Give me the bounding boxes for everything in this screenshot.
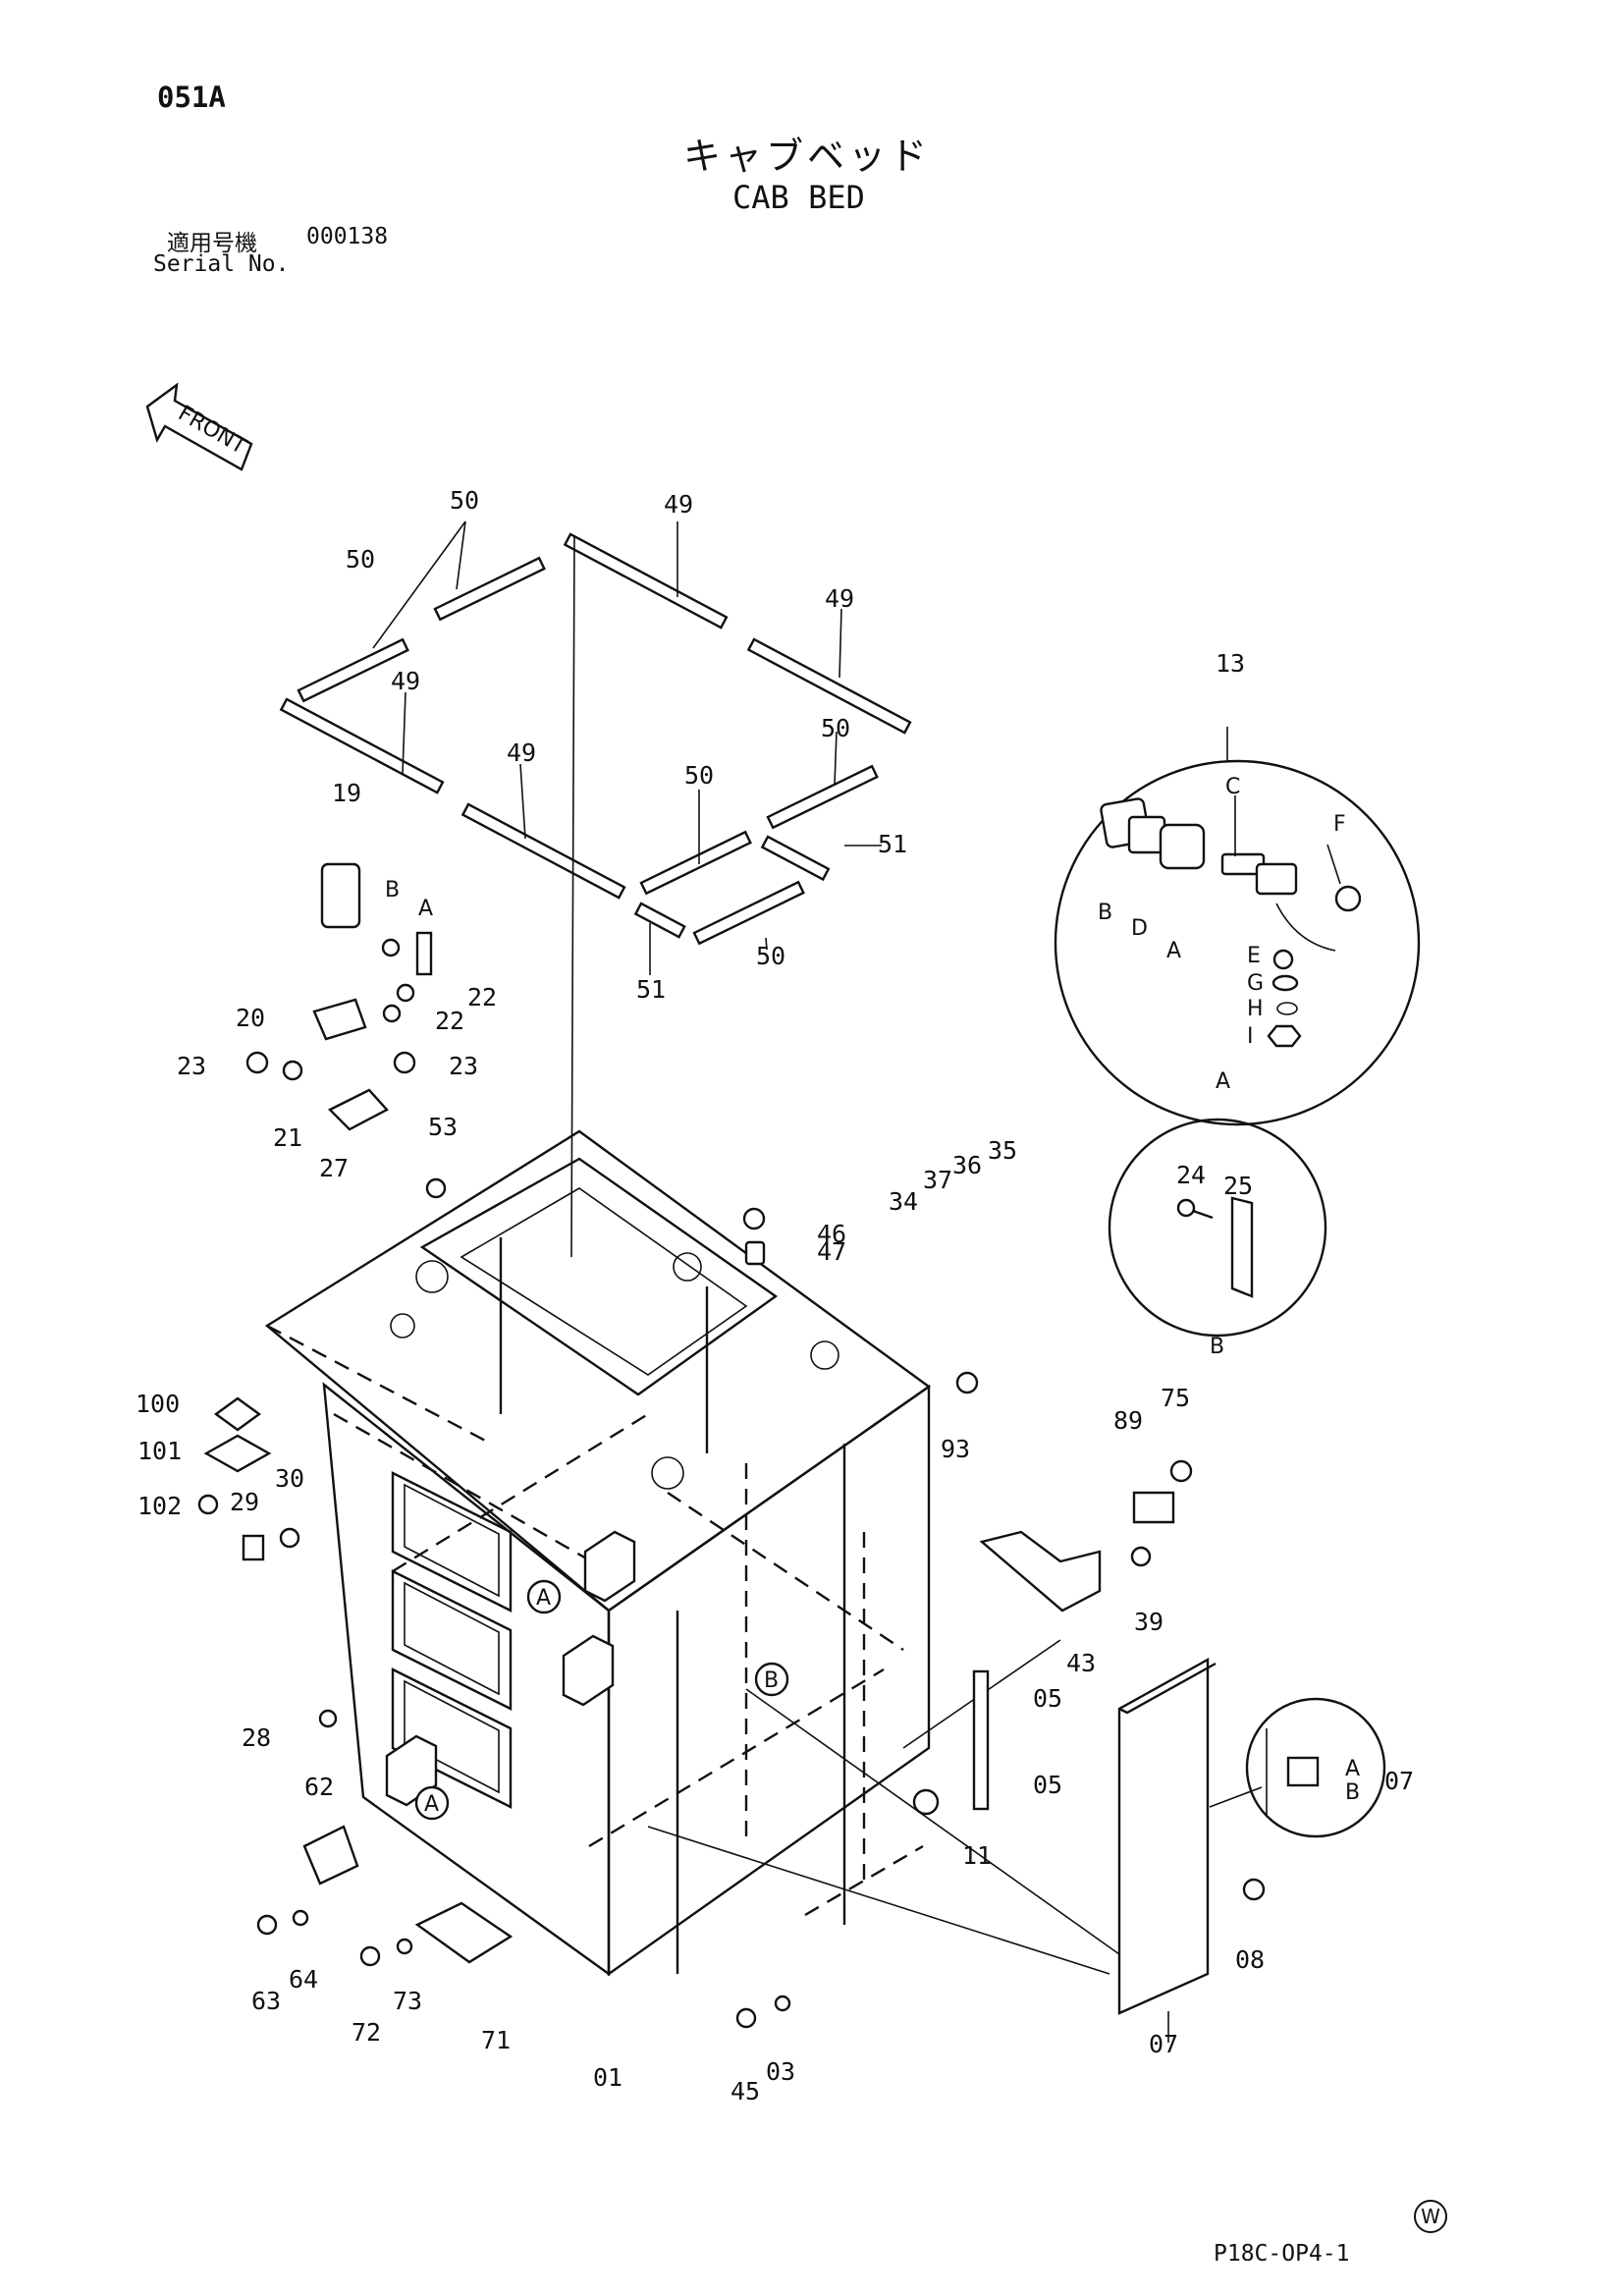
door-letter-b: B xyxy=(1345,1780,1360,1805)
circle-b-label: B xyxy=(1210,1335,1224,1359)
serial-label-jp: 適用号機 xyxy=(167,231,257,256)
seal-strips xyxy=(279,520,912,1258)
callout-37: 37 xyxy=(923,1166,952,1194)
callout-49b: 49 xyxy=(825,584,854,613)
ref-b: B xyxy=(764,1668,779,1693)
callout-89: 89 xyxy=(1113,1406,1143,1435)
callout-51b: 51 xyxy=(636,975,666,1004)
callout-22a: 22 xyxy=(467,983,497,1011)
callout-28: 28 xyxy=(242,1723,271,1752)
callout-13: 13 xyxy=(1216,649,1245,678)
callout-11: 11 xyxy=(962,1841,992,1870)
callout-07: 07 xyxy=(1149,2030,1178,2058)
callout-100: 100 xyxy=(135,1390,180,1418)
callout-labels: 50 50 49 49 49 49 50 50 51 51 50 13 19 B… xyxy=(135,486,1414,2105)
circle-a-label: A xyxy=(1216,1069,1230,1094)
callout-71: 71 xyxy=(481,2026,511,2054)
callout-43: 43 xyxy=(1066,1649,1096,1677)
switch-letter-f: F xyxy=(1333,812,1346,837)
callout-53: 53 xyxy=(428,1113,458,1141)
callout-23b: 23 xyxy=(449,1052,478,1080)
reference-markers: A A B xyxy=(414,1579,789,1821)
detail-circle-switch xyxy=(1054,727,1421,1126)
callout-49a: 49 xyxy=(664,490,693,519)
callout-50d: 50 xyxy=(684,761,714,790)
switch-letter-b: B xyxy=(1098,901,1112,925)
callout-45: 45 xyxy=(730,2077,760,2105)
serial-value: 000138 xyxy=(306,224,389,249)
page-code: 051A xyxy=(157,81,226,114)
door-panel xyxy=(1117,1657,1217,2043)
switch-letter-d: D xyxy=(1131,916,1148,941)
callout-29: 29 xyxy=(230,1488,259,1516)
front-arrow-icon: FRONT xyxy=(145,382,253,471)
callout-93: 93 xyxy=(941,1435,970,1463)
sub19-a: A xyxy=(418,897,433,921)
callout-47: 47 xyxy=(817,1237,846,1266)
switch-letter-c: C xyxy=(1225,775,1240,799)
callout-22b: 22 xyxy=(435,1007,464,1035)
switch-letter-g: G xyxy=(1247,971,1264,996)
detail-circle-bracket xyxy=(1108,1118,1327,1338)
switch-letter-i: I xyxy=(1247,1024,1254,1049)
callout-35: 35 xyxy=(988,1136,1017,1165)
callout-49c: 49 xyxy=(391,667,420,695)
callout-05a: 05 xyxy=(1033,1684,1062,1713)
callout-08: 08 xyxy=(1235,1945,1265,1974)
callout-34: 34 xyxy=(889,1187,918,1216)
callout-64: 64 xyxy=(289,1965,318,1994)
callout-46: 46 xyxy=(817,1220,846,1248)
callout-03: 03 xyxy=(766,2057,795,2086)
door-letter-a: A xyxy=(1345,1757,1360,1781)
callout-24: 24 xyxy=(1176,1161,1206,1189)
callout-73: 73 xyxy=(393,1987,422,2015)
callout-50c: 50 xyxy=(821,714,850,742)
callout-19: 19 xyxy=(332,779,361,807)
callout-30: 30 xyxy=(275,1464,304,1493)
page-title-jp: キャブベッド xyxy=(683,135,932,178)
callout-05b: 05 xyxy=(1033,1771,1062,1799)
callout-21: 21 xyxy=(273,1123,302,1152)
callout-20: 20 xyxy=(236,1004,265,1032)
callout-23a: 23 xyxy=(177,1052,206,1080)
callout-49d: 49 xyxy=(507,738,536,767)
ref-a2: A xyxy=(424,1792,439,1817)
callout-50b: 50 xyxy=(346,545,375,574)
switch-letter-h: H xyxy=(1247,997,1264,1021)
callout-102: 102 xyxy=(137,1492,182,1520)
callout-75: 75 xyxy=(1161,1384,1190,1412)
callout-50a: 50 xyxy=(450,486,479,515)
callout-39: 39 xyxy=(1134,1608,1163,1636)
serial-label-en: Serial No. xyxy=(153,251,290,277)
detail-letters: C F B D A E G H I A B A B xyxy=(1098,775,1360,1805)
callout-50e: 50 xyxy=(756,942,785,970)
small-parts xyxy=(197,862,1266,2029)
callout-25: 25 xyxy=(1223,1172,1253,1200)
callout-72: 72 xyxy=(352,2018,381,2047)
switch-letter-e: E xyxy=(1247,944,1261,968)
callout-51a: 51 xyxy=(878,830,907,858)
page-title-en: CAB BED xyxy=(732,179,865,216)
switch-letter-a: A xyxy=(1166,939,1181,963)
w-mark: W xyxy=(1414,2200,1447,2233)
callout-63: 63 xyxy=(251,1987,281,2015)
callout-07b: 07 xyxy=(1384,1767,1414,1795)
duct-openings xyxy=(391,1471,513,1809)
callout-01: 01 xyxy=(593,2063,622,2092)
cab-bed-frame xyxy=(264,1129,1120,1977)
sub19-b: B xyxy=(385,878,400,902)
detail-circle-latch xyxy=(1209,1697,1386,1838)
callout-36: 36 xyxy=(952,1151,982,1179)
callout-27: 27 xyxy=(319,1154,349,1182)
ref-a1: A xyxy=(536,1586,551,1611)
callout-62: 62 xyxy=(304,1773,334,1801)
drawing-code: P18C-OP4-1 xyxy=(1214,2241,1350,2267)
callout-101: 101 xyxy=(137,1437,182,1465)
